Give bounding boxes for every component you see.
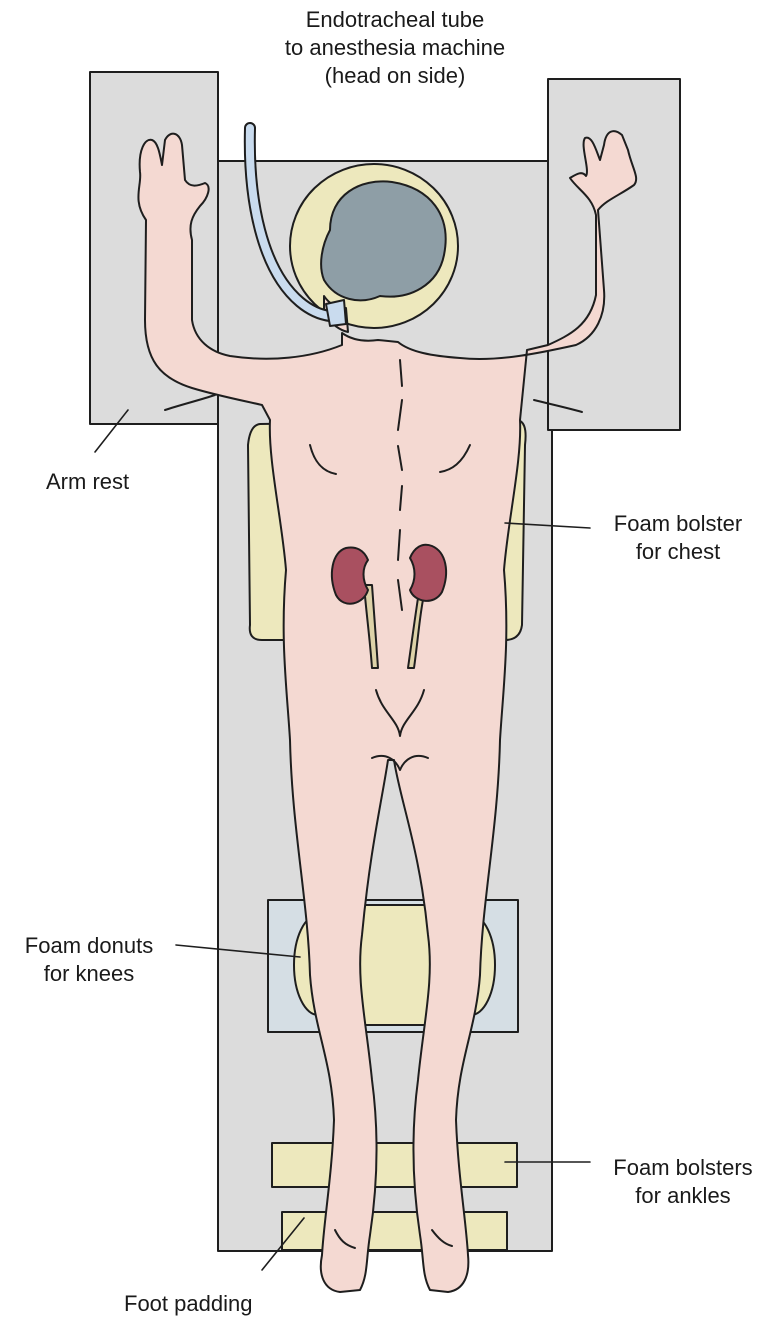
leader-lines bbox=[94, 409, 591, 1271]
foot-padding bbox=[281, 1211, 508, 1251]
patient-body bbox=[137, 130, 638, 1293]
ankle-bolsters-label: Foam bolsters for ankles bbox=[613, 1155, 753, 1208]
endotracheal-tube-label: Endotracheal tube to anesthesia machine … bbox=[284, 7, 506, 88]
foot-padding-label: Foot padding bbox=[124, 1291, 253, 1316]
chest-bolster-label: Foam bolster for chest bbox=[613, 511, 743, 564]
knee-donuts-label: Foam donuts for knees bbox=[24, 933, 154, 986]
arm-rest-label: Arm rest bbox=[46, 469, 130, 494]
endotracheal-tube bbox=[243, 122, 347, 327]
ankle-bolsters bbox=[271, 1142, 518, 1188]
kidneys bbox=[330, 543, 448, 669]
